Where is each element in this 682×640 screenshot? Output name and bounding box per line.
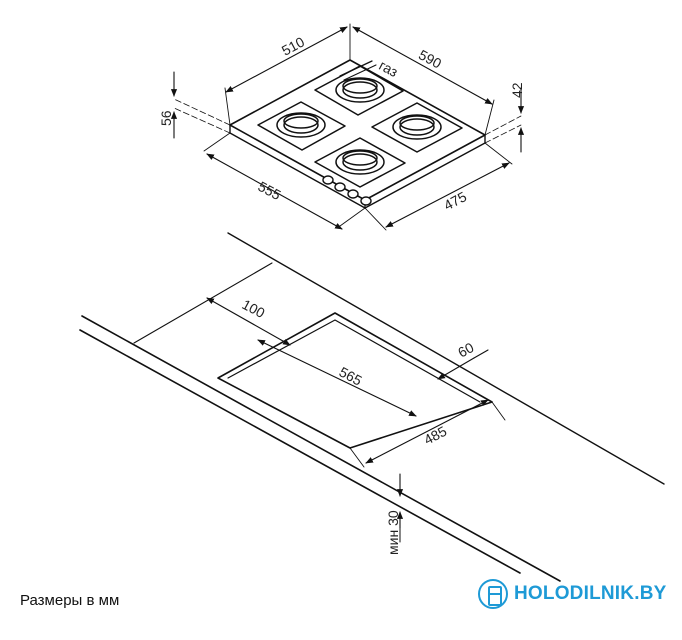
dim-setback-side: 60 [455,339,476,361]
worktop-drawing [79,232,665,582]
fridge-icon [478,579,508,609]
dim-worktop-min: мин 30 [385,510,401,555]
dim-cutout-depth: 485 [421,423,449,448]
worktop-back-edge [227,232,665,485]
dim-hob-height-right: 42 [509,82,525,98]
dim-hob-depth-front: 475 [441,188,469,213]
worktop-front-edge-bottom [79,329,521,574]
label-gas: газ [376,57,400,80]
hob-drawing [170,23,525,231]
cutout-inner-edge [227,319,481,403]
units-caption: Размеры в мм [20,592,120,609]
burner-left [257,101,346,151]
dim-hob-width-front: 555 [255,178,283,203]
dim-hob-width-back: 510 [279,33,307,58]
dim-hob-height-left: 56 [158,110,174,126]
dim-hob-depth-right: 590 [416,46,444,71]
dim-cutout-width: 565 [337,364,365,389]
burner-right [371,102,463,153]
worktop-front-edge-top [81,315,561,582]
dim-setback-back: 100 [239,296,267,321]
brand-logo[interactable]: HOLODILNIK.BY [478,576,667,612]
brand-name: HOLODILNIK.BY [514,583,667,604]
